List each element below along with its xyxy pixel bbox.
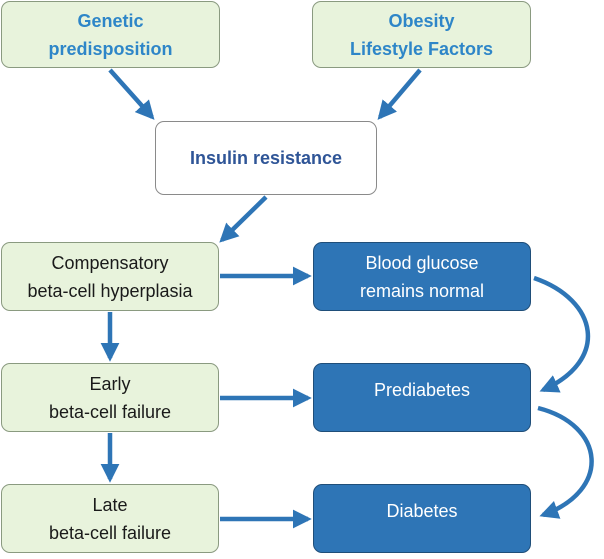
- genetic-line2: predisposition: [48, 38, 173, 59]
- obesity-line1: Obesity: [388, 10, 455, 31]
- late-line1: Late: [92, 494, 128, 515]
- prediabetes-label: Prediabetes: [373, 379, 471, 400]
- glucose-line2: remains normal: [359, 280, 485, 301]
- compensatory-line1: Compensatory: [51, 252, 169, 273]
- insulin-label: Insulin resistance: [189, 148, 343, 168]
- early-line1: Early: [89, 373, 131, 394]
- glucose-line1: Blood glucose: [365, 252, 479, 273]
- arrow-glucose-to-prediabetes: [533, 275, 591, 393]
- late-beta-cell-failure-box: Late beta-cell failure: [1, 484, 219, 553]
- arrow-insulin-to-compensatory: [219, 195, 268, 243]
- obesity-line2: Lifestyle Factors: [349, 38, 494, 59]
- prediabetes-box: Prediabetes: [313, 363, 531, 432]
- arrow-genetic-to-insulin: [108, 68, 155, 120]
- diabetes-box: Diabetes: [313, 484, 531, 553]
- blood-glucose-normal-box: Blood glucose remains normal: [313, 242, 531, 311]
- arrow-obesity-to-insulin: [377, 68, 422, 120]
- late-line2: beta-cell failure: [48, 522, 172, 543]
- compensatory-line2: beta-cell hyperplasia: [27, 280, 193, 301]
- genetic-predisposition-box: Genetic predisposition: [1, 1, 220, 68]
- early-line2: beta-cell failure: [48, 401, 172, 422]
- early-beta-cell-failure-box: Early beta-cell failure: [1, 363, 219, 432]
- obesity-lifestyle-box: Obesity Lifestyle Factors: [312, 1, 531, 68]
- arrow-prediabetes-to-diabetes: [537, 405, 594, 519]
- compensatory-hyperplasia-box: Compensatory beta-cell hyperplasia: [1, 242, 219, 311]
- diabetes-label: Diabetes: [386, 500, 458, 521]
- genetic-line1: Genetic: [77, 10, 144, 31]
- insulin-resistance-box: Insulin resistance: [155, 121, 377, 195]
